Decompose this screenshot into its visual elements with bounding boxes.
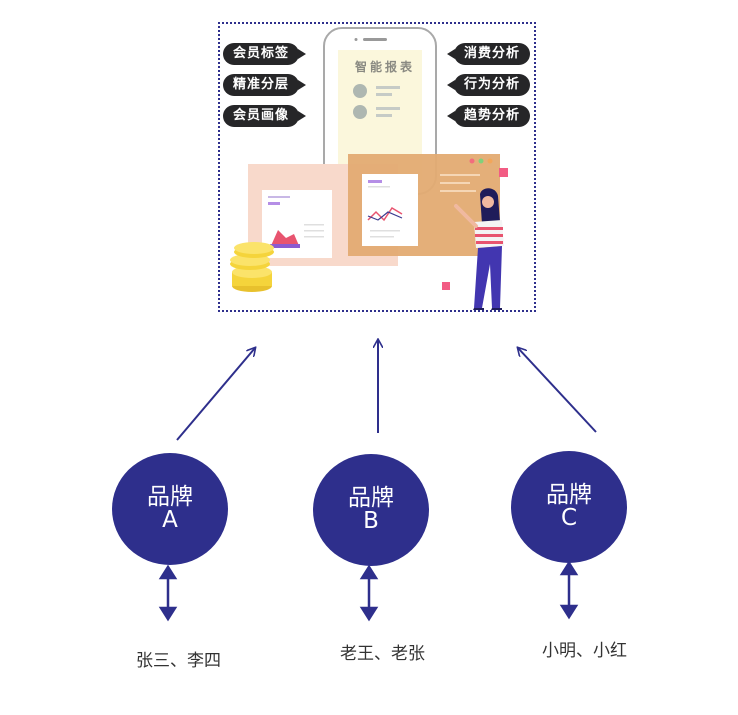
brand-b-letter: B [363, 508, 379, 534]
arrow-brand-c-to-report [518, 348, 597, 433]
brand-a-members: 张三、李四 [136, 651, 221, 671]
tag-member-profile: 会员画像 [223, 105, 307, 127]
brand-b-members: 老王、老张 [340, 644, 425, 664]
brand-b-node: 品牌 B [313, 454, 429, 566]
tag-trend-analysis: 趋势分析 [446, 105, 531, 127]
brand-c-node: 品牌 C [511, 451, 627, 563]
tag-consumption-analysis: 消费分析 [446, 43, 531, 65]
coin-stack [230, 242, 274, 292]
arrow-brand-a-to-report [176, 348, 255, 441]
tag-precise-tiering: 精准分层 [223, 74, 307, 96]
brand-c-label: 品牌 [546, 482, 592, 508]
brand-b-label: 品牌 [348, 485, 394, 511]
report-illustration: 智能报表 会员标签 精准分层 会员画像 消费分析 行为分析 趋势分析 [218, 22, 536, 312]
brand-a-node: 品牌 A [112, 453, 228, 565]
tag-member-label: 会员标签 [223, 43, 307, 65]
brand-c-members: 小明、小红 [542, 641, 627, 661]
tag-behavior-analysis: 行为分析 [446, 74, 531, 96]
brand-a-label: 品牌 [147, 484, 193, 510]
report-title: 智能报表 [354, 60, 415, 74]
report-illustration-graphic [230, 27, 508, 310]
brand-c-letter: C [560, 505, 578, 531]
presenter-figure [454, 188, 504, 310]
brand-a-letter: A [162, 507, 178, 533]
